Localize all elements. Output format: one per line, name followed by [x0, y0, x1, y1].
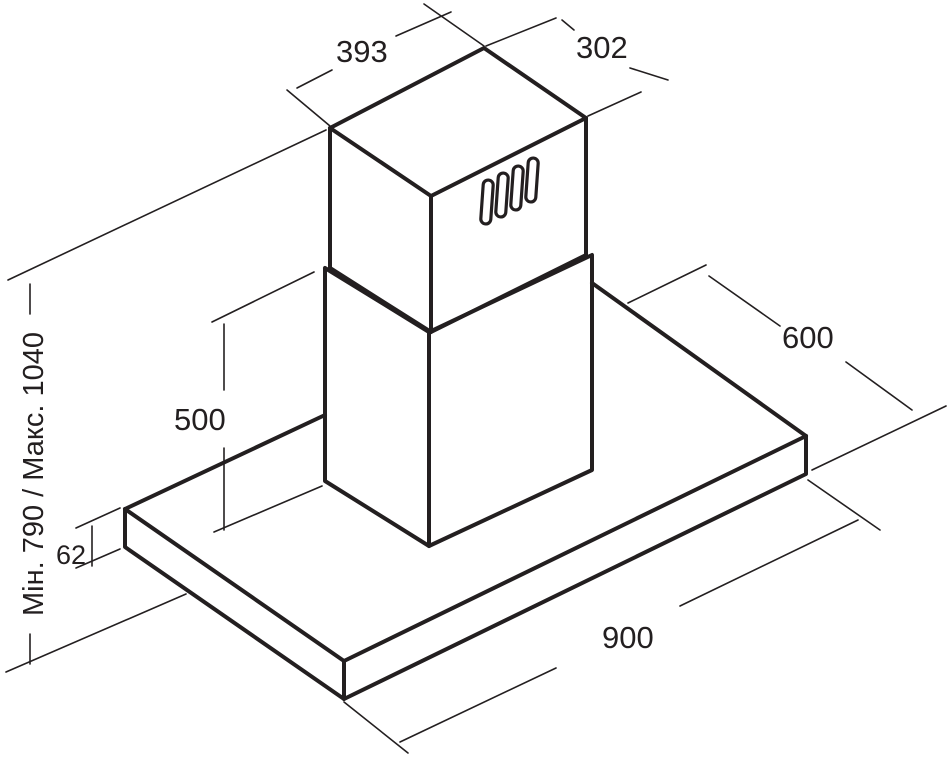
dim-900-extension-right [807, 479, 881, 531]
canopy-top-front-left [123, 507, 346, 663]
dimension-labels: 393 302 600 900 500 62 Мін. 790 / Макс. … [18, 30, 834, 655]
dim-393-extension-left [286, 89, 331, 127]
height-reference-bottom-line [5, 593, 187, 673]
dim-500-extension-bottom [213, 485, 323, 533]
canopy-top-front-right [342, 434, 808, 663]
dim-600-line [845, 361, 913, 411]
canopy-front-right-face [342, 434, 808, 701]
upper-chimney-left-face [328, 126, 433, 334]
dim-600-extension-top [627, 264, 707, 304]
dim-393-extension-right [423, 3, 485, 47]
upper-chimney-top [328, 46, 588, 198]
vent-slots-icon [479, 156, 540, 226]
label-chimney-depth: 302 [576, 30, 628, 65]
label-total-height-range: Мін. 790 / Макс. 1040 [18, 332, 50, 616]
dim-600-extension-bottom [811, 405, 947, 471]
dim-302-line [629, 67, 669, 81]
dim-393-line [296, 69, 333, 89]
lower-chimney-left-face [323, 266, 431, 548]
dim-62-extension-top [75, 507, 121, 529]
label-canopy-height: 62 [56, 540, 86, 570]
label-lower-chimney-height: 500 [174, 402, 226, 437]
height-reference-top-line [7, 129, 327, 281]
dim-900-line [679, 519, 859, 607]
dim-302-line [561, 19, 575, 31]
vent-slot [479, 178, 495, 226]
dim-302-extension-right [587, 91, 642, 117]
vent-slot [494, 171, 510, 219]
label-hood-depth: 600 [782, 320, 834, 355]
dim-500-extension-top [211, 271, 315, 323]
dim-900-extension-left [343, 701, 409, 754]
vent-slot [524, 156, 540, 204]
dim-302-extension-left [485, 17, 557, 47]
canopy-top-left-edge [123, 413, 327, 511]
dim-393-line [395, 11, 452, 37]
dimension-lines [5, 3, 947, 754]
label-hood-width: 900 [602, 620, 654, 655]
upper-chimney-right-face [429, 116, 588, 334]
lower-chimney-right-face [427, 253, 594, 548]
canopy [123, 281, 808, 701]
dim-62-extension-bottom [75, 548, 121, 569]
canopy-front-left-face [123, 507, 346, 701]
lower-chimney [323, 253, 594, 548]
dim-600-line [708, 275, 781, 327]
dim-900-line [399, 667, 557, 743]
vent-slot [509, 164, 525, 212]
label-chimney-width: 393 [336, 34, 388, 69]
canopy-top-right-edge [590, 281, 808, 438]
upper-chimney [328, 46, 588, 334]
